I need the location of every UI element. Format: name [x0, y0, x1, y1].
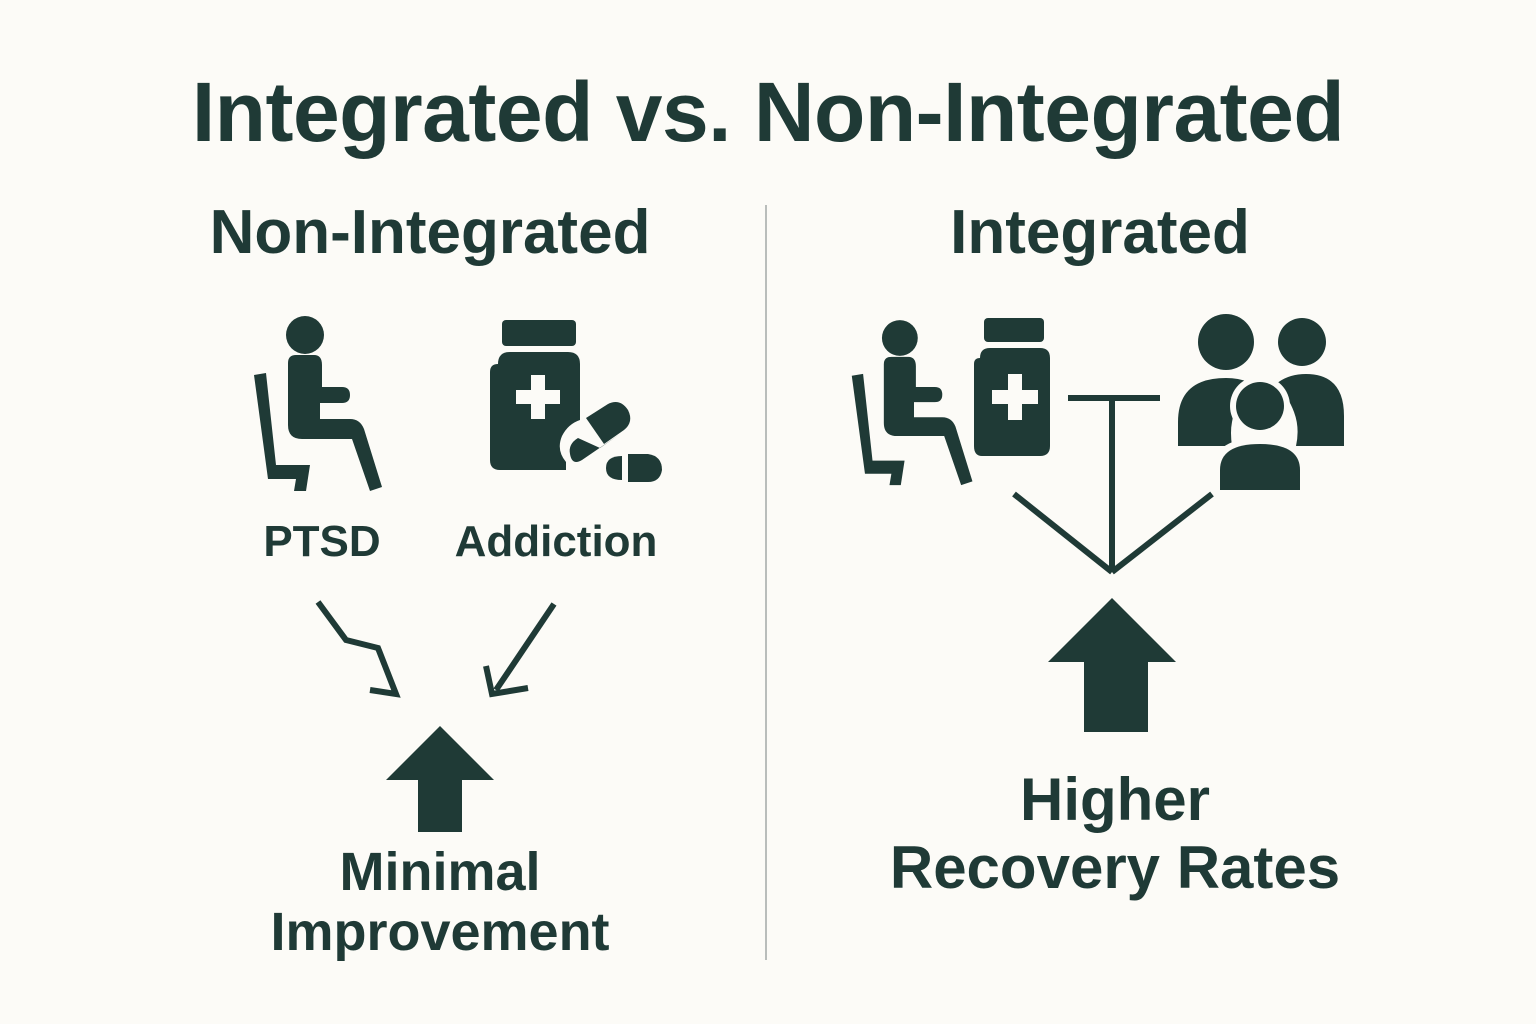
higher-recovery-rates-label: Higher Recovery Rates	[800, 766, 1430, 902]
group-icon	[1178, 314, 1344, 490]
addiction-label: Addiction	[454, 517, 658, 566]
seated-person-icon	[254, 316, 382, 491]
result-line-1: Minimal	[339, 842, 541, 902]
result-line-1: Higher	[1019, 766, 1211, 833]
center-divider	[765, 205, 767, 960]
medicine-bottle-icon	[974, 318, 1050, 456]
right-converge	[1110, 491, 1214, 575]
medicine-bottle-pills-icon	[490, 320, 662, 482]
ptsd-arrow	[315, 600, 401, 698]
up-arrow-icon	[1048, 598, 1176, 732]
result-line-2: Improvement	[270, 902, 610, 962]
minimal-improvement-label: Minimal Improvement	[190, 842, 690, 962]
left-converge	[1012, 491, 1114, 575]
ptsd-label: PTSD	[263, 517, 381, 566]
result-line-2: Recovery Rates	[889, 834, 1341, 901]
addiction-arrow-shaft	[493, 602, 557, 692]
up-arrow-icon	[386, 726, 494, 832]
seated-person-icon	[851, 320, 973, 486]
page-title: Integrated vs. Non-Integrated	[191, 65, 1345, 159]
non-integrated-heading: Non-Integrated	[209, 198, 651, 267]
integrated-heading: Integrated	[950, 198, 1250, 267]
addiction-arrow-head	[483, 665, 529, 698]
